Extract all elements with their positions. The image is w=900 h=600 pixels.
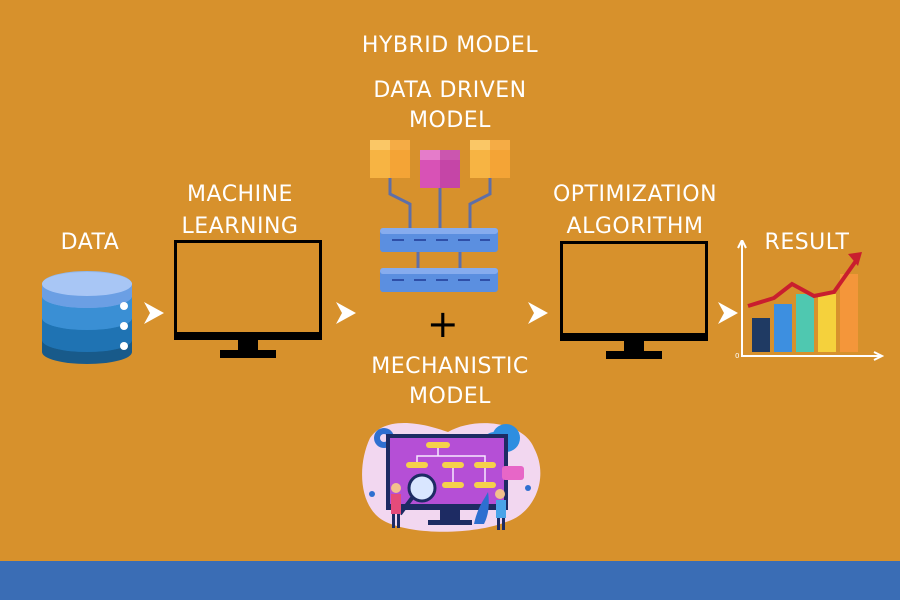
optimization-monitor-icon [560,241,708,361]
optimization-label-line2: ALGORITHM [566,214,704,239]
arrow-2-chevron-right-icon [335,301,357,325]
machine-learning-label-line1: MACHINE [187,182,293,207]
plus-sign: + [426,302,460,346]
footer-band [0,561,900,600]
data-label: DATA [60,230,120,255]
machine-learning-monitor-icon [174,240,322,360]
hybrid-model-title: HYBRID MODEL [361,33,539,58]
data-driven-network-diagram-icon [368,138,510,294]
data-driven-label-line1: DATA DRIVEN [373,78,527,103]
mechanistic-label-line1: MECHANISTIC [371,354,529,379]
chart-origin-label: 0 [735,352,740,360]
optimization-label-line1: OPTIMIZATION [552,182,718,207]
result-label: RESULT [764,230,850,255]
machine-learning-label-line2: LEARNING [181,214,299,239]
data-driven-label-line2: MODEL [409,108,491,133]
mechanistic-label-line2: MODEL [409,384,491,409]
arrow-3-chevron-right-icon [527,301,549,325]
arrow-1-chevron-right-icon [143,301,165,325]
result-rising-bar-chart-icon [734,240,884,364]
database-icon [38,268,136,364]
mechanistic-flowchart-illustration-icon [356,418,542,534]
arrow-4-chevron-right-icon [717,301,739,325]
